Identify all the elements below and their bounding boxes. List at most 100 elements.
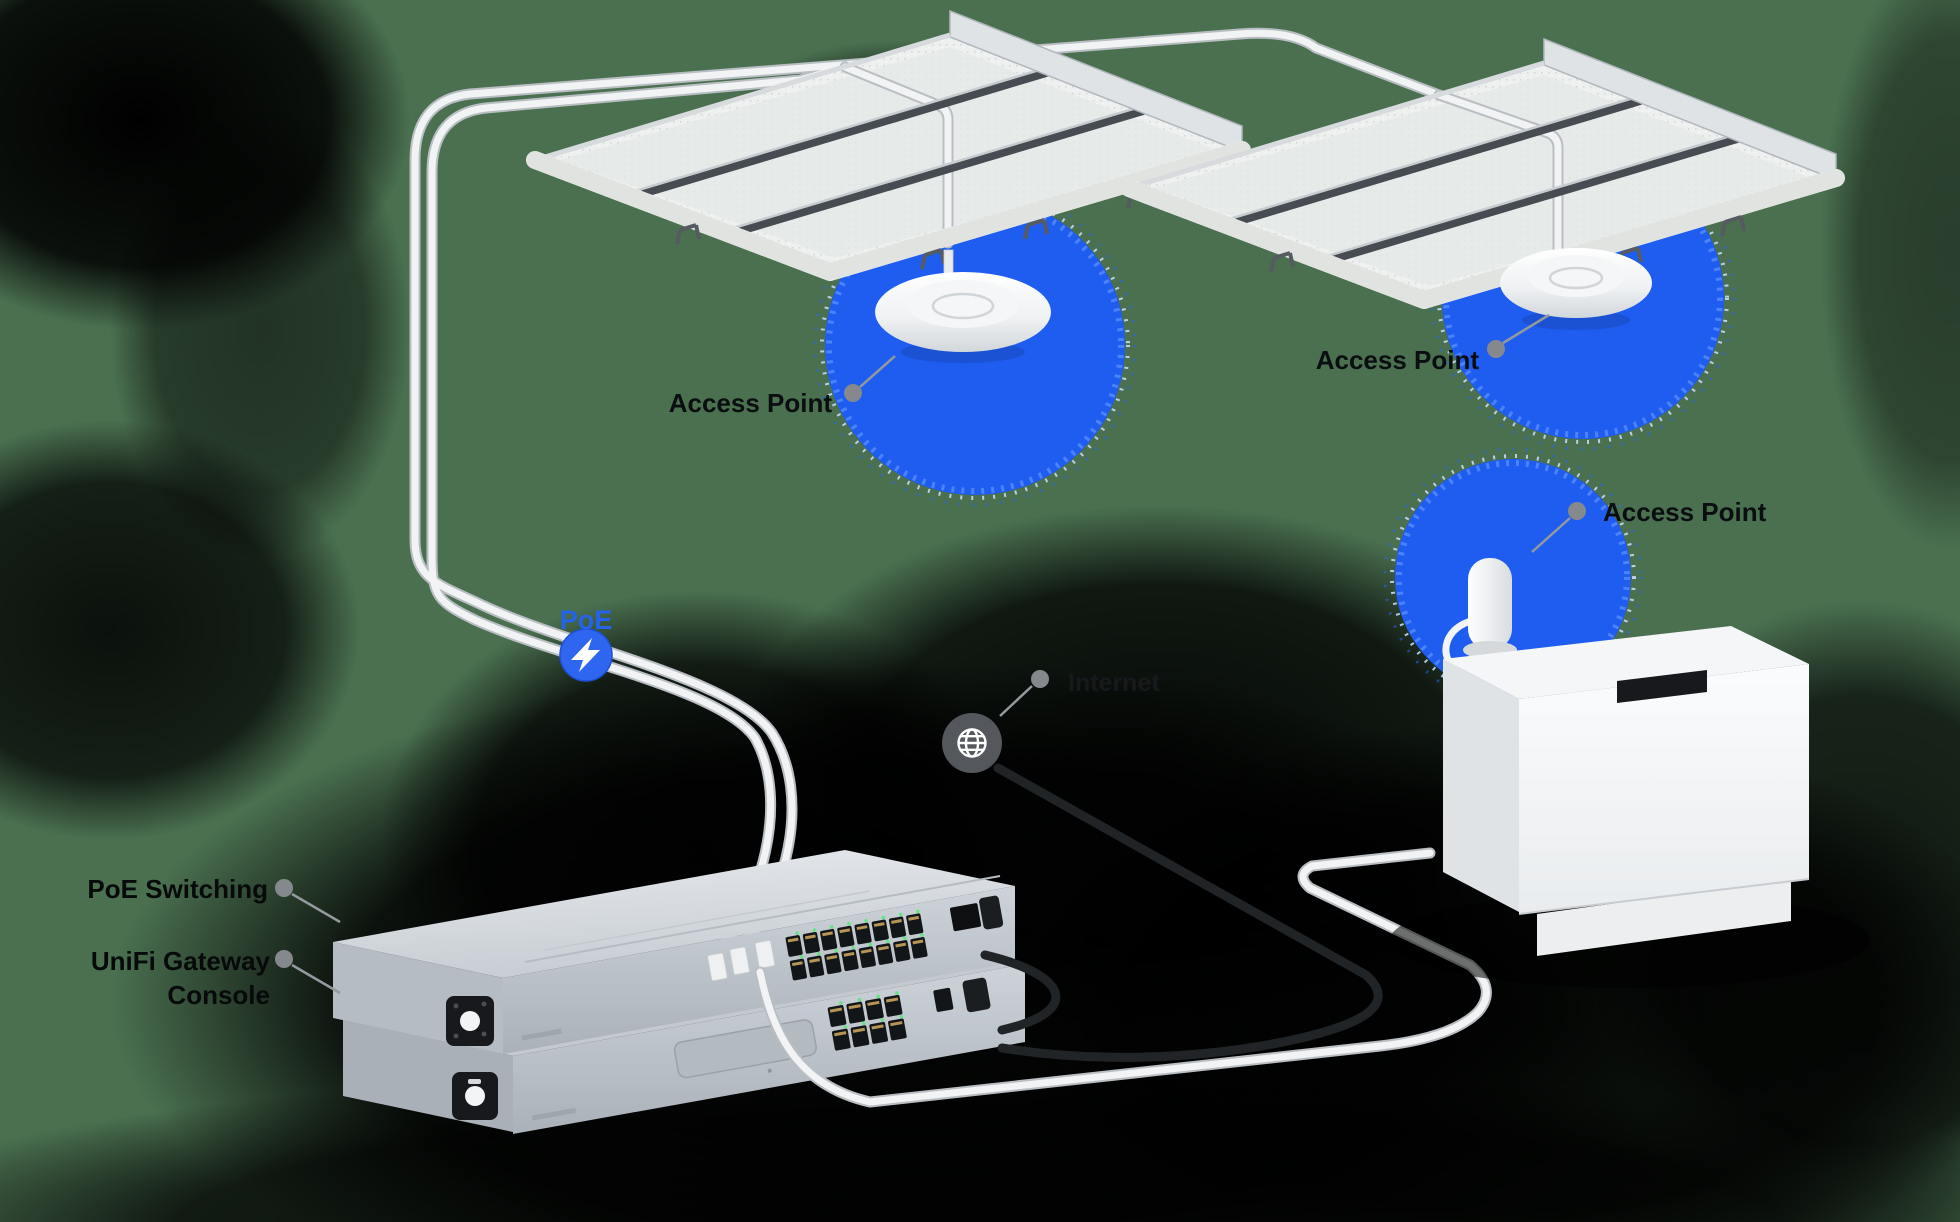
rj45-pins (791, 961, 803, 967)
cabinet-with-mesh-ap (1390, 558, 1870, 988)
poe-badge (559, 628, 613, 682)
white-cable-plug (729, 946, 751, 976)
coverage-speckle-ring (820, 190, 1130, 500)
port-led (829, 925, 834, 929)
access-point-device-left (875, 249, 1051, 363)
rj45-pins (878, 945, 889, 951)
globe-icon (957, 728, 987, 758)
callout-dot (1031, 670, 1049, 688)
ethernet-cable-to-left-ap (428, 63, 849, 962)
port-led (864, 918, 868, 923)
callout-dot (275, 950, 293, 968)
black-cable-plug (979, 895, 1004, 930)
tbar-rail (1222, 97, 1644, 229)
switch-display-button (460, 1011, 480, 1031)
unifi-gateway-label-line2: Console (167, 980, 270, 1010)
gateway-wan-port (933, 987, 954, 1012)
callout-line (1531, 517, 1571, 553)
rj45-pins (912, 939, 924, 945)
cabinet-left-face (1443, 659, 1519, 912)
port-led (876, 994, 881, 999)
ethernet-cable-to-right-ap (411, 29, 1443, 958)
switch-top-groove (544, 890, 871, 951)
cabinet-top-face (1443, 626, 1809, 699)
ap-disc-ring (1548, 266, 1604, 290)
gateway-port-block (827, 991, 907, 1051)
bracket-clip (675, 223, 701, 245)
bracket-clip (1023, 218, 1049, 240)
callout-dot (1487, 340, 1505, 358)
callout-line (999, 685, 1033, 717)
rj45-pins (885, 997, 899, 1003)
cabinet-front-face (1519, 664, 1809, 914)
tile-front-band-speckle (1120, 169, 1845, 309)
ap-disc-dome (907, 280, 1019, 328)
port-led (920, 933, 924, 937)
port-led (915, 909, 920, 914)
switch-display (446, 996, 494, 1046)
back-edge-rail (1128, 60, 1545, 191)
background-shadow-blob (1820, 0, 1960, 550)
cabinet-handle-slot (1617, 670, 1707, 703)
back-edge-rail (534, 32, 951, 163)
mesh-access-point-antenna (1463, 558, 1517, 659)
tbar-rail-highlight (630, 66, 1048, 194)
rj45-pins (867, 1000, 880, 1006)
poe-cables-to-ceiling (409, 27, 1445, 964)
gateway-chassis-print (531, 1107, 577, 1121)
access-point-device-right (1500, 248, 1652, 330)
rj45-pins (856, 925, 868, 931)
rj45-pins (873, 922, 885, 927)
port-led (881, 915, 886, 920)
rj45-pins (809, 958, 821, 963)
port-led (795, 931, 800, 935)
rj45-pins (839, 928, 851, 934)
poe-lightning-icon (571, 638, 600, 672)
callout-unifi-gateway: UniFi Gateway Console (91, 946, 341, 1010)
rj45-pins (804, 934, 816, 940)
poe-switching-label: PoE Switching (87, 874, 268, 904)
rj45-pins (843, 951, 855, 957)
port-led (839, 1001, 843, 1005)
rj45-pins (787, 937, 799, 943)
port-led (861, 1021, 866, 1026)
port-led (847, 922, 851, 926)
port-led (857, 997, 862, 1002)
gateway-display (452, 1072, 498, 1120)
rj45-pins (860, 948, 872, 954)
internet-cable (993, 763, 1383, 1062)
port-led (816, 951, 821, 956)
display-screw (481, 1031, 487, 1037)
tbar-rail (628, 69, 1050, 201)
rj45-pins (908, 915, 920, 921)
switch-sfp-port (949, 903, 982, 932)
coverage-speckle-ring (826, 196, 1124, 494)
bracket-clip (920, 248, 946, 270)
coverage-speckle-ring (1430, 145, 1736, 451)
rj45-pins (829, 1007, 843, 1013)
black-cable-plug (962, 977, 991, 1013)
callout-line (859, 355, 896, 388)
background-shadow-blob (0, 420, 360, 840)
display-screw (453, 1003, 459, 1009)
callout-line (291, 963, 341, 995)
rj45-pins (848, 1004, 861, 1010)
port-led (880, 1018, 885, 1022)
switch-chassis-print (521, 1028, 562, 1041)
rj45-pins (834, 1031, 847, 1037)
ap-disc-dome (1528, 255, 1624, 297)
access-point-right-label: Access Point (1316, 345, 1480, 375)
callout-access-point-mesh: Access Point (1531, 497, 1767, 553)
access-point-left-label: Access Point (669, 388, 833, 418)
white-cable-plug (754, 939, 776, 969)
gateway-display-button (465, 1086, 485, 1106)
tbar-rail (726, 107, 1147, 238)
rj45-pins (895, 942, 907, 948)
switch-top-groove (524, 875, 1001, 963)
coverage-speckle-ring (1396, 460, 1630, 694)
rj45-pins (852, 1027, 866, 1033)
cable-on-tile (1435, 91, 1562, 274)
antenna-body (1468, 558, 1512, 650)
internet-label: Internet (1068, 669, 1160, 697)
